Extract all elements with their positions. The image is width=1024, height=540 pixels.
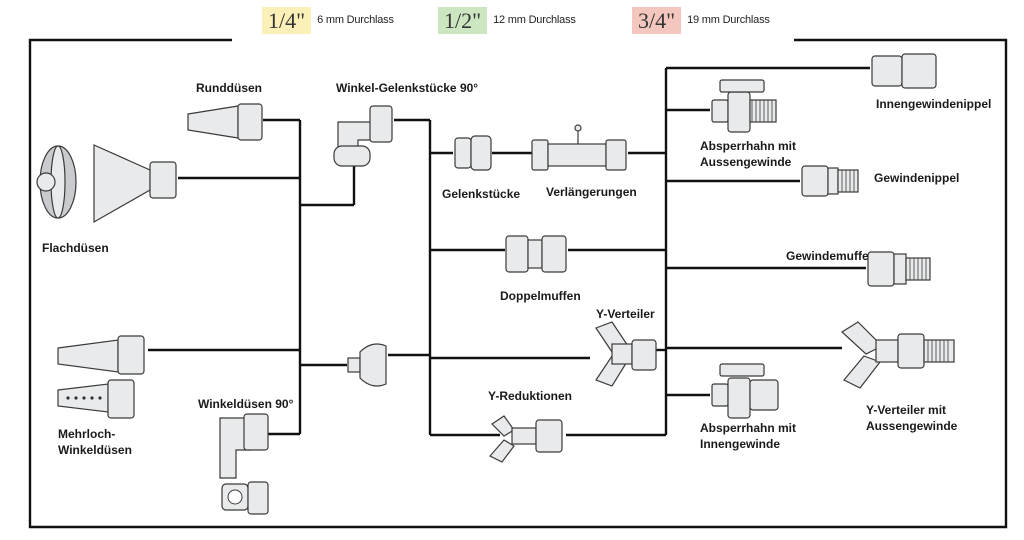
y-reduktionen-part xyxy=(489,415,563,463)
winkeldusen-part xyxy=(219,413,269,515)
verlangerungen-part xyxy=(531,124,627,171)
label-y-verteiler-aussen-line2: Aussengewinde xyxy=(866,419,958,433)
label-gewindenippel: Gewindenippel xyxy=(874,171,959,185)
label-mehrloch-line1: Mehrloch- xyxy=(58,427,115,441)
outer-frame xyxy=(28,38,1008,529)
innengewindenippel-part xyxy=(871,53,937,89)
label-runddusen: Runddüsen xyxy=(196,81,262,95)
legend-text-quarter: 6 mm Durchlass xyxy=(317,14,394,26)
absperrhahn-aussen-part xyxy=(711,79,777,133)
center-nozzle-part xyxy=(347,343,387,387)
label-winkel-gelenkstucke: Winkel-Gelenkstücke 90° xyxy=(336,81,478,95)
gewindenippel-part xyxy=(801,165,859,197)
label-flachdusen: Flachdüsen xyxy=(42,241,109,255)
flachdusen-flat-icon xyxy=(36,145,77,219)
label-innengewindenippel: Innengewindenippel xyxy=(876,97,991,111)
absperrhahn-innen-part xyxy=(711,363,779,419)
legend-swatch-half: 1/2" xyxy=(438,6,488,34)
mehrloch-part-2 xyxy=(57,379,135,419)
winkel-gelenk-part xyxy=(333,105,393,167)
label-gewindemuffe: Gewindemuffe xyxy=(786,249,869,263)
label-y-reduktionen: Y-Reduktionen xyxy=(488,389,572,403)
gewindemuffe-part xyxy=(867,251,931,287)
label-y-verteiler-aussen-line1: Y-Verteiler mit xyxy=(866,403,946,417)
mehrloch-part-1 xyxy=(57,335,145,375)
y-verteiler-aussen-part xyxy=(841,321,955,389)
gelenkstucke-part xyxy=(454,135,492,171)
legend-three-quarter-inch: 3/4" 19 mm Durchlass xyxy=(632,6,770,34)
label-gelenkstucke: Gelenkstücke xyxy=(442,187,520,201)
label-winkeldusen: Winkeldüsen 90° xyxy=(198,397,294,411)
legend-half-inch: 1/2" 12 mm Durchlass xyxy=(438,6,576,34)
y-verteiler-part xyxy=(595,321,657,387)
flachdusen-part xyxy=(93,144,177,224)
label-absperrhahn-aussen-line1: Absperrhahn mit xyxy=(700,139,796,153)
label-verlangerungen: Verlängerungen xyxy=(546,185,637,199)
legend-text-three-quarter: 19 mm Durchlass xyxy=(687,14,770,26)
label-absperrhahn-innen-line2: Innengewinde xyxy=(700,437,780,451)
label-absperrhahn-innen-line1: Absperrhahn mit xyxy=(700,421,796,435)
legend-quarter-inch: 1/4" 6 mm Durchlass xyxy=(262,6,394,34)
label-y-verteiler: Y-Verteiler xyxy=(596,307,655,321)
label-absperrhahn-aussen-line2: Aussengewinde xyxy=(700,155,792,169)
label-doppelmuffen: Doppelmuffen xyxy=(500,289,581,303)
rounddusen-part xyxy=(187,103,263,141)
legend-swatch-three-quarter: 3/4" xyxy=(632,6,682,34)
label-mehrloch-line2: Winkeldüsen xyxy=(58,443,132,457)
legend-text-half: 12 mm Durchlass xyxy=(493,14,576,26)
connection-lines xyxy=(148,66,870,437)
doppelmuffen-part xyxy=(505,235,567,273)
legend-swatch-quarter: 1/4" xyxy=(262,6,312,34)
